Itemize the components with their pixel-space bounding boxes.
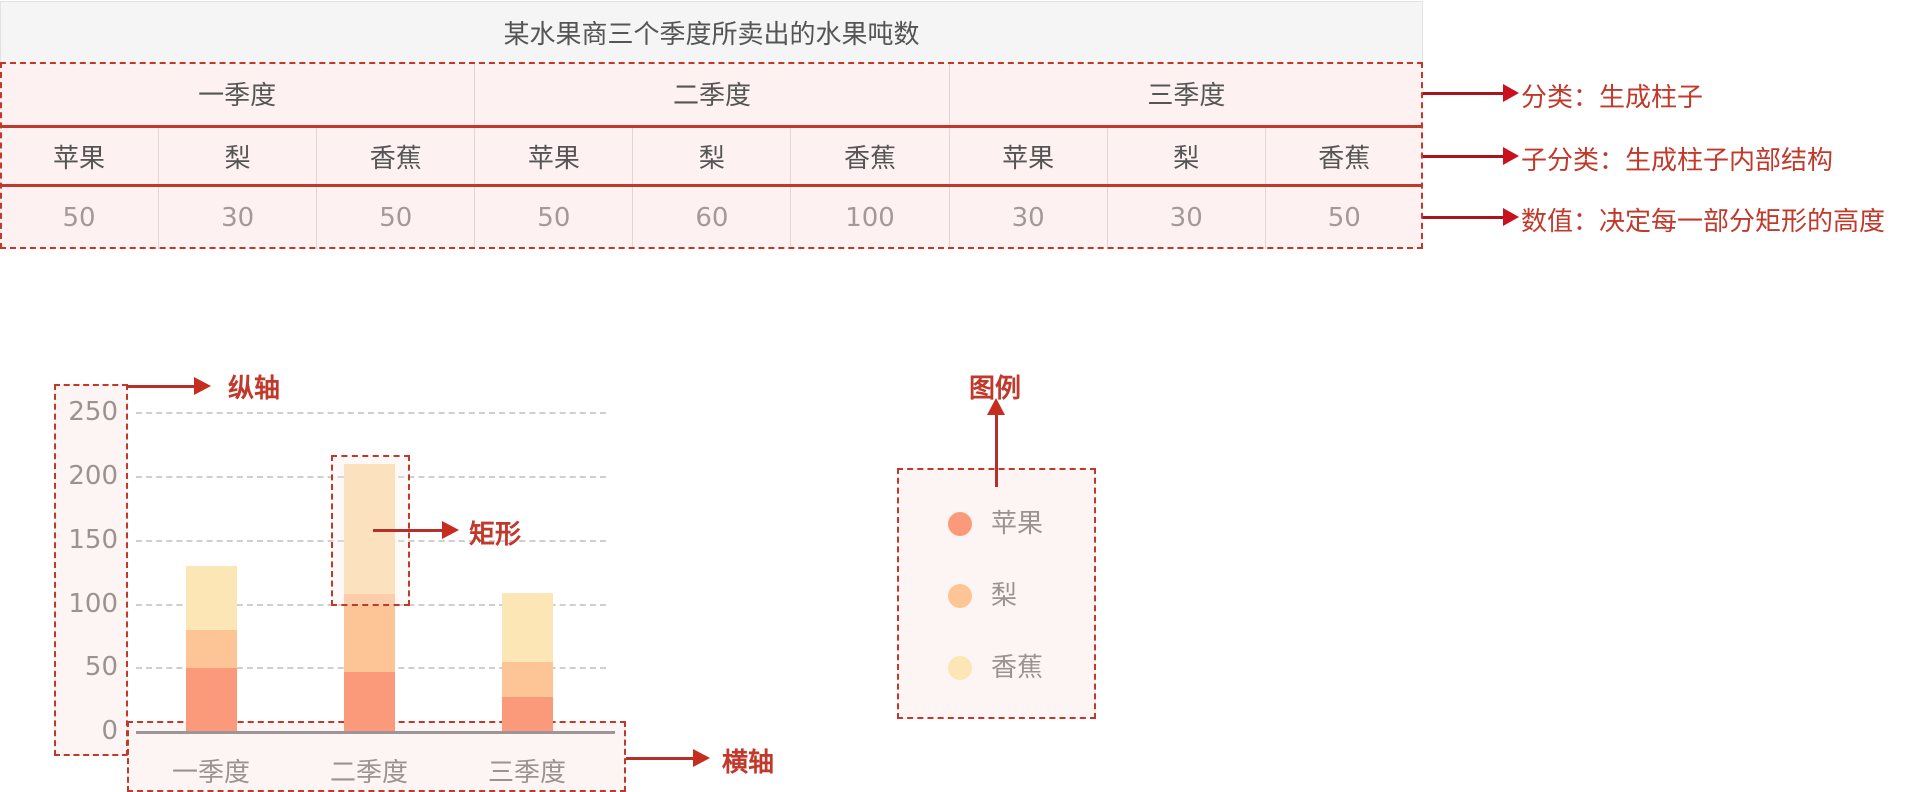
category-cell: 三季度 [948,62,1423,125]
bar-segment-pear [502,662,553,697]
y-tick-label: 50 [84,652,118,682]
table-title: 某水果商三个季度所卖出的水果吨数 [0,1,1423,62]
y-axis-highlight [54,384,128,756]
legend-box [897,468,1096,719]
annotation-y-axis: 纵轴 [228,374,281,404]
category-row: 一季度 二季度 三季度 [0,62,1423,125]
annotation-rect: 矩形 [469,520,522,550]
value-cell: 50 [474,187,632,249]
annotation-subcategory: 子分类：生成柱子内部结构 [1521,146,1834,176]
annotation-value: 数值：决定每一部分矩形的高度 [1521,207,1886,237]
x-tick-label: 一季度 [171,758,250,788]
annotation-category: 分类：生成柱子 [1521,83,1704,113]
x-tick-label: 三季度 [487,758,566,788]
bar-segment-banana [502,593,553,662]
value-cell: 60 [632,187,790,249]
arrow-right-icon [626,749,710,767]
legend-item-apple[interactable]: 苹果 [991,509,1044,539]
value-cell: 50 [1264,187,1423,249]
category-cell: 一季度 [198,81,277,111]
gridline [136,412,606,414]
annotation-legend: 图例 [969,374,1022,404]
subcategory-cell: 梨 [158,128,316,184]
value-cell: 30 [1106,187,1265,249]
subcategory-cell: 香蕉 [790,128,948,184]
y-tick-label: 0 [101,716,118,746]
value-row: 50 30 50 50 60 100 30 30 50 [0,187,1423,249]
x-axis-line [136,731,615,734]
subcategory-cell: 梨 [1106,128,1265,184]
subcategory-cell: 香蕉 [316,128,474,184]
value-cell: 30 [158,187,316,249]
bar-segment-apple [186,668,237,732]
subcategory-cell: 梨 [632,128,790,184]
bar-segment-pear [344,594,395,672]
arrow-right-icon [373,521,459,539]
bar-segment-pear [186,630,237,668]
legend-item-banana[interactable]: 香蕉 [991,653,1044,683]
legend-item-pear[interactable]: 梨 [991,581,1018,611]
legend-dot-apple-icon [948,512,972,536]
arrow-right-icon [1423,208,1519,226]
y-tick-label: 150 [68,525,118,555]
bar-segment-banana [186,566,237,630]
bar-segment-apple [502,697,553,732]
data-table [0,62,1423,249]
legend-dot-pear-icon [948,584,972,608]
subcategory-cell: 苹果 [474,128,632,184]
y-tick-label: 100 [68,589,118,619]
category-cell: 二季度 [474,62,948,125]
y-tick-label: 200 [68,461,118,491]
subcategory-cell: 苹果 [53,143,106,174]
legend-dot-banana-icon [948,656,972,680]
value-cell: 30 [948,187,1107,249]
arrow-up-icon [987,398,1005,487]
value-cell: 50 [62,203,96,233]
y-tick-label: 250 [68,397,118,427]
arrow-right-icon [127,377,211,395]
annotation-x-axis: 横轴 [722,748,775,778]
arrow-right-icon [1423,147,1519,165]
value-cell: 100 [790,187,948,249]
subcategory-row: 苹果 梨 香蕉 苹果 梨 香蕉 苹果 梨 香蕉 [0,125,1423,187]
subcategory-cell: 香蕉 [1264,128,1423,184]
value-cell: 50 [316,187,474,249]
subcategory-cell: 苹果 [948,128,1107,184]
bar-segment-apple [344,672,395,732]
x-tick-label: 二季度 [329,758,408,788]
arrow-right-icon [1423,84,1519,102]
